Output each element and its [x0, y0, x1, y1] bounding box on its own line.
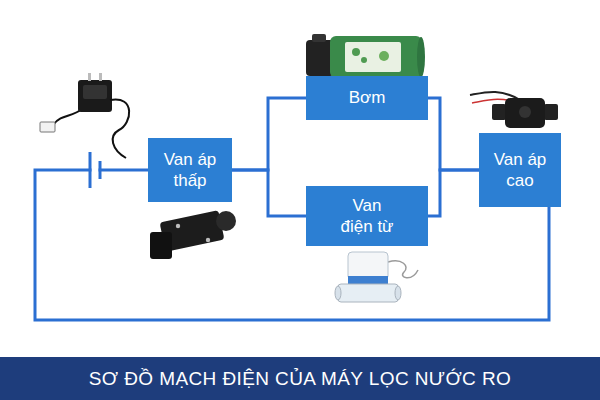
power-adapter	[40, 73, 129, 158]
component-label: Bơm	[349, 87, 386, 108]
battery-plate-long	[89, 152, 92, 188]
adapter-prong	[99, 73, 102, 81]
component-label: Van điện từ	[339, 195, 395, 238]
pump-head	[306, 40, 334, 76]
solenoid-body	[338, 284, 398, 302]
switch-cap	[519, 106, 531, 118]
sticker-leaf	[352, 48, 360, 56]
valve-screw	[176, 224, 180, 228]
wire	[35, 170, 549, 320]
component-box: Van áp cao	[479, 133, 561, 207]
wire	[428, 170, 479, 216]
battery-plate-short	[99, 161, 102, 179]
solenoid-band	[348, 276, 388, 284]
switch-port	[544, 104, 558, 120]
switch-port	[492, 104, 506, 120]
high-pressure-switch-picture	[470, 92, 558, 128]
wire	[428, 98, 479, 170]
low-pressure-valve-picture	[150, 210, 236, 259]
pump-sticker	[345, 42, 401, 72]
pump-port	[312, 34, 326, 42]
sticker-leaf	[379, 51, 389, 61]
adapter-prong	[88, 73, 91, 81]
valve-screw	[206, 238, 210, 242]
valve-port	[150, 232, 172, 259]
component-box: Bơm	[306, 76, 428, 120]
solenoid-port	[335, 286, 341, 300]
adapter-cable	[110, 99, 129, 158]
adapter-label	[83, 85, 107, 99]
component-label: Van áp cao	[487, 149, 553, 192]
battery-symbol	[90, 152, 100, 188]
motor-cap	[417, 37, 425, 77]
solenoid-wire	[388, 261, 418, 278]
sticker-leaf	[361, 57, 367, 63]
component-label: Van áp thấp	[157, 149, 223, 192]
solenoid-port	[395, 286, 401, 300]
component-box: Van điện từ	[306, 186, 428, 246]
switch-body	[505, 98, 545, 128]
adapter-body	[78, 80, 112, 112]
pump-picture	[306, 34, 425, 78]
pump-motor	[330, 36, 422, 78]
title-banner: SƠ ĐỒ MẠCH ĐIỆN CỦA MÁY LỌC NƯỚC RO	[0, 357, 600, 400]
solenoid-coil	[348, 252, 388, 280]
wire	[232, 98, 306, 170]
valve-knob	[216, 211, 236, 231]
battery-gap	[92, 165, 99, 175]
wire	[232, 170, 306, 216]
adapter-connector	[40, 122, 55, 132]
solenoid-valve-picture	[335, 252, 418, 302]
title-text: SƠ ĐỒ MẠCH ĐIỆN CỦA MÁY LỌC NƯỚC RO	[89, 368, 511, 390]
component-box: Van áp thấp	[148, 138, 232, 202]
